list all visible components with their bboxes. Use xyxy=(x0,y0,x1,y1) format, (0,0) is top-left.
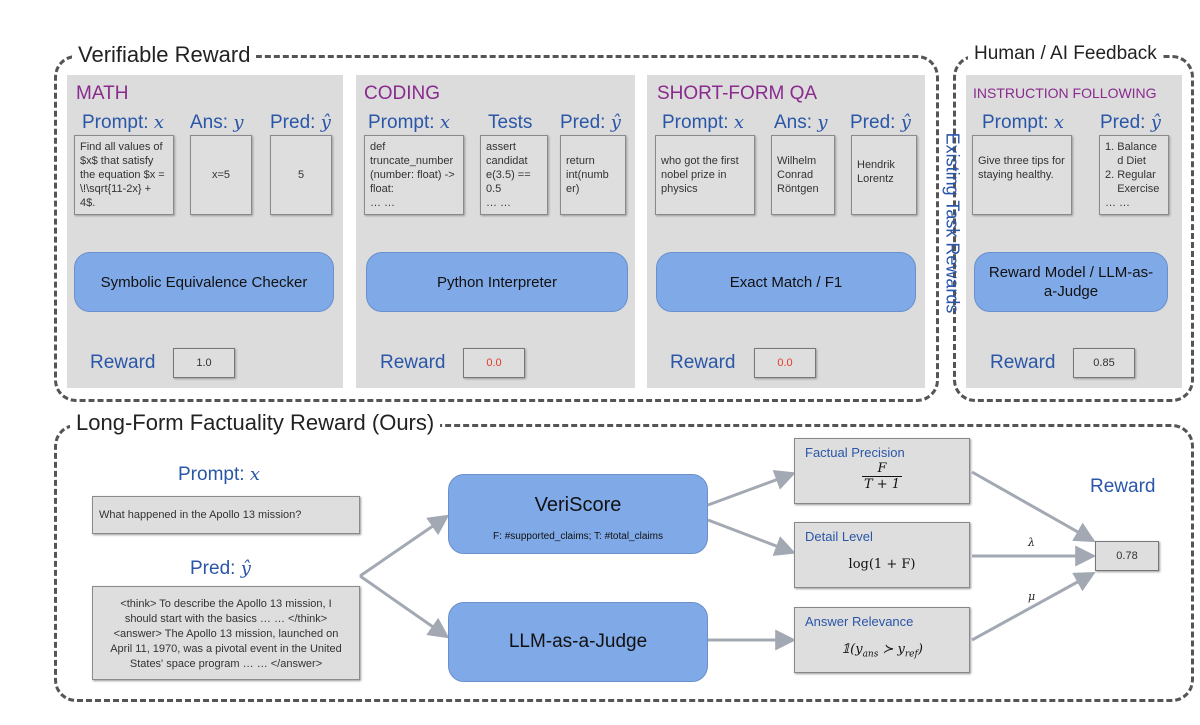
coding-prompt-header: Prompt: x xyxy=(368,112,450,133)
detail-level-title: Detail Level xyxy=(805,529,873,544)
mu-weight: μ xyxy=(1028,590,1036,603)
lambda-weight: λ xyxy=(1028,536,1035,549)
qa-panel-title: SHORT-FORM QA xyxy=(657,83,818,104)
math-reward-value: 1.0 xyxy=(173,348,235,378)
verifiable-reward-group xyxy=(54,55,939,402)
coding-tests-card: assert candidat e(3.5) == 0.5 … … xyxy=(480,135,548,215)
reward-model-llm-judge: Reward Model / LLM-as-a-Judge xyxy=(974,252,1168,312)
qa-panel xyxy=(647,75,925,388)
qa-prompt-header: Prompt: x xyxy=(662,112,744,133)
longform-pred-card: <think> To describe the Apollo 13 missio… xyxy=(92,586,360,680)
instr-reward-label: Reward xyxy=(990,352,1056,373)
qa-answer-header: Ans: y xyxy=(774,112,828,133)
coding-panel xyxy=(356,75,635,388)
longform-reward-title: Long-Form Factuality Reward (Ours) xyxy=(70,410,441,436)
coding-reward-value: 0.0 xyxy=(463,348,525,378)
veriscore-box: VeriScore F: #supported_claims; T: #tota… xyxy=(448,474,708,554)
math-answer-header: Ans: y xyxy=(190,112,244,133)
exact-match-f1: Exact Match / F1 xyxy=(656,252,916,312)
answer-relevance-title: Answer Relevance xyxy=(805,614,914,629)
qa-prompt-card: who got the first nobel prize in physics xyxy=(655,135,755,215)
detail-level-box: Detail Level log(1 + F) xyxy=(794,522,970,588)
coding-pred-card: return int(numb er) xyxy=(560,135,626,215)
coding-pred-header: Pred: ŷ xyxy=(560,112,621,133)
math-reward-label: Reward xyxy=(90,352,156,373)
math-panel xyxy=(67,75,343,388)
qa-reward-label: Reward xyxy=(670,352,736,373)
answer-relevance-formula: 𝟙(yans ≻ yref) xyxy=(841,642,923,660)
human-ai-feedback-title: Human / AI Feedback xyxy=(968,43,1163,65)
verifiable-reward-title: Verifiable Reward xyxy=(72,42,257,68)
symbolic-equivalence-checker: Symbolic Equivalence Checker xyxy=(74,252,334,312)
instr-reward-value: 0.85 xyxy=(1073,348,1135,378)
math-prompt-header: Prompt: x xyxy=(82,112,164,133)
factual-precision-title: Factual Precision xyxy=(805,445,905,460)
answer-relevance-box: Answer Relevance 𝟙(yans ≻ yref) xyxy=(794,607,970,673)
veriscore-label: VeriScore xyxy=(534,494,622,516)
longform-prompt-card: What happened in the Apollo 13 mission? xyxy=(92,496,360,534)
qa-pred-card: Hendrik Lorentz xyxy=(851,135,917,215)
llm-judge-box: LLM-as-a-Judge xyxy=(448,602,708,682)
qa-answer-card: Wilhelm Conrad Röntgen xyxy=(771,135,835,215)
coding-tests-header: Tests xyxy=(488,112,533,133)
instruction-panel xyxy=(966,75,1182,388)
coding-panel-title: CODING xyxy=(364,83,440,104)
math-answer-card: x=5 xyxy=(190,135,252,215)
instr-pred-header: Pred: ŷ xyxy=(1100,112,1161,133)
veriscore-legend: F: #supported_claims; T: #total_claims xyxy=(493,531,663,542)
longform-reward-group xyxy=(54,424,1194,702)
qa-reward-value: 0.0 xyxy=(754,348,816,378)
longform-reward-label: Reward xyxy=(1090,476,1156,497)
existing-task-rewards-label: Existing Task Rewards xyxy=(942,132,963,313)
coding-prompt-card: def truncate_number (number: float) -> f… xyxy=(364,135,464,215)
instruction-panel-title: INSTRUCTION FOLLOWING xyxy=(973,85,1157,101)
python-interpreter: Python Interpreter xyxy=(366,252,628,312)
detail-level-formula: log(1 + F) xyxy=(848,557,916,572)
instr-prompt-card: Give three tips for staying healthy. xyxy=(972,135,1072,215)
longform-reward-value: 0.78 xyxy=(1095,541,1159,571)
math-panel-title: MATH xyxy=(76,83,129,104)
instr-prompt-header: Prompt: x xyxy=(982,112,1064,133)
instr-pred-card: 1. Balance d Diet 2. Regular Exercise … … xyxy=(1099,135,1169,215)
coding-reward-label: Reward xyxy=(380,352,446,373)
math-pred-header: Pred: ŷ xyxy=(270,112,331,133)
longform-prompt-header: Prompt: x xyxy=(178,464,260,485)
math-pred-card: 5 xyxy=(270,135,332,215)
math-prompt-card: Find all values of $x$ that satisfy the … xyxy=(74,135,174,215)
longform-pred-header: Pred: ŷ xyxy=(190,558,251,579)
qa-pred-header: Pred: ŷ xyxy=(850,112,911,133)
